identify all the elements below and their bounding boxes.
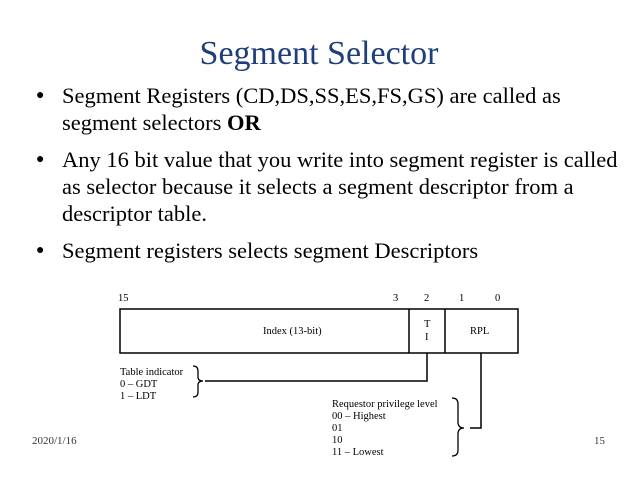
selector-box [119,308,519,354]
rpl-level-10: 10 [332,435,343,446]
rpl-level-00: 00 – Highest [332,411,386,422]
bullet-text: Segment Registers (CD,DS,SS,ES,FS,GS) ar… [62,83,561,135]
ti-connector-line [205,353,428,382]
rpl-title: Requestor privilege level [332,399,438,410]
bullet-text: Segment registers selects segment Descri… [62,238,479,263]
rpl-brace [451,397,465,457]
rpl-connector-line [470,353,482,429]
table-indicator-ldt: 1 – LDT [120,391,157,402]
page-number: 15 [594,435,605,447]
footer-date: 2020/1/16 [32,435,77,447]
bit-label-1: 1 [459,293,464,304]
rpl-field-label: RPL [470,326,489,337]
table-indicator-gdt: 0 – GDT [120,379,158,390]
table-indicator-title: Table indicator [120,367,184,378]
bullet-dot-icon: ● [36,88,45,103]
bit-label-15: 15 [118,293,129,304]
bullet-item: ● Any 16 bit value that you write into s… [32,146,622,227]
bullet-item: ● Segment registers selects segment Desc… [32,237,622,264]
slide-title: Segment Selector [199,35,439,72]
bit-label-2: 2 [424,293,429,304]
bullet-list: ● Segment Registers (CD,DS,SS,ES,FS,GS) … [32,82,622,274]
ti-field-label-bottom: I [425,332,429,343]
rpl-level-01: 01 [332,423,343,434]
bullet-dot-icon: ● [36,152,45,167]
bit-label-3: 3 [393,293,398,304]
bullet-item: ● Segment Registers (CD,DS,SS,ES,FS,GS) … [32,82,622,136]
bit-label-0: 0 [495,293,500,304]
table-indicator-brace [192,365,204,398]
index-field-label: Index (13-bit) [263,326,322,337]
bullet-bold-text: OR [226,110,261,135]
ti-field-label-top: T [424,319,431,330]
bullet-dot-icon: ● [36,243,45,258]
rpl-level-11: 11 – Lowest [332,447,384,458]
bullet-text: Any 16 bit value that you write into seg… [62,147,618,226]
